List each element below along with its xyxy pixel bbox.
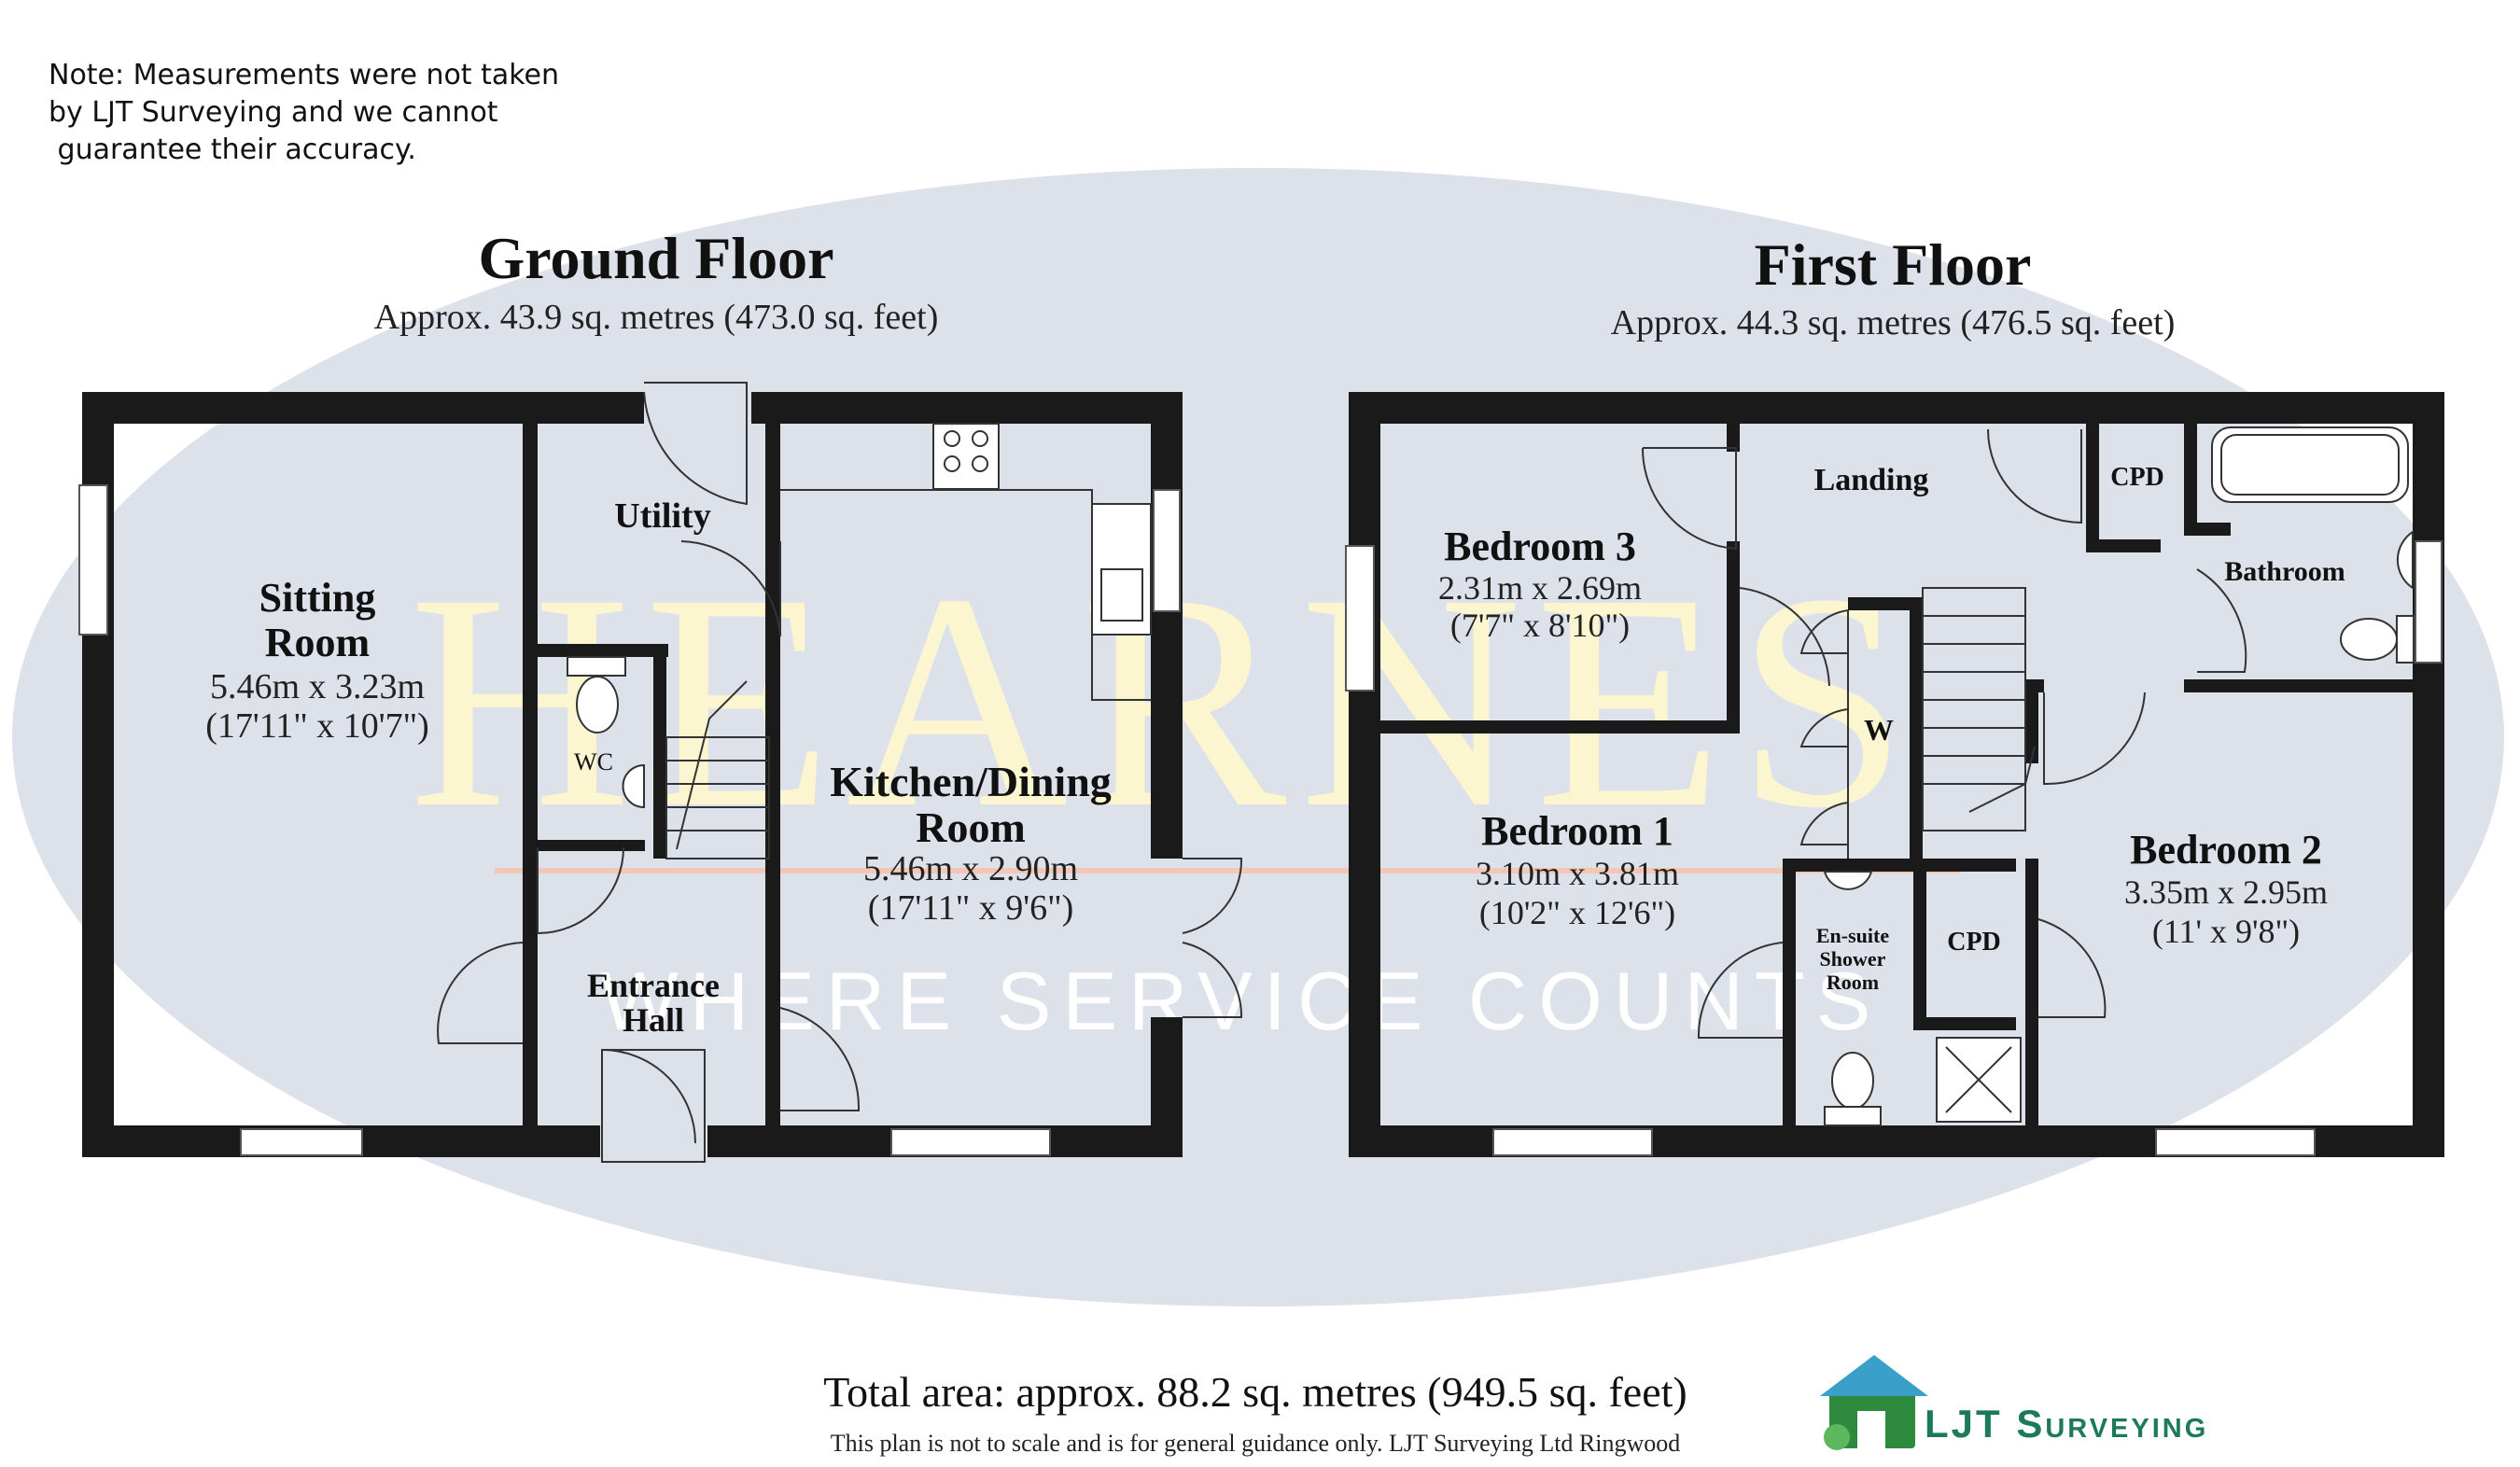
ground-floor-stairs xyxy=(665,680,770,859)
house-logo-icon xyxy=(1820,1355,1928,1450)
bedroom3-window xyxy=(1345,545,1375,692)
kitchen-fittings xyxy=(780,423,1152,701)
ground-floor-title: Ground Floor xyxy=(478,225,833,291)
sitting-room-side-window xyxy=(78,484,108,636)
hob-icon xyxy=(932,423,1000,490)
bedroom3-size-m: 2.31m x 2.69m xyxy=(1438,569,1642,607)
first-floor-area: Approx. 44.3 sq. metres (476.5 sq. feet) xyxy=(1611,303,2176,342)
disclaimer: This plan is not to scale and is for gen… xyxy=(831,1430,1681,1457)
kitchen-name-2: Room xyxy=(916,803,1026,851)
landing-label: Landing xyxy=(1814,463,1929,497)
bathroom-basin-icon xyxy=(2396,530,2414,590)
ensuite-name-1: En-suite xyxy=(1816,924,1889,947)
total-area: Total area: approx. 88.2 sq. metres (949… xyxy=(823,1368,1687,1416)
ground-floor: Ground Floor Approx. 43.9 sq. metres (47… xyxy=(78,225,1243,1163)
measurement-note: Note: Measurements were not taken by LJT… xyxy=(49,59,559,166)
bedroom2-label: Bedroom 2 3.35m x 2.95m (11' x 9'8") xyxy=(2124,827,2328,950)
watermark-oval xyxy=(12,168,2504,1306)
ensuite-basin-icon xyxy=(1823,871,1873,890)
ensuite-toilet-icon xyxy=(1831,1052,1874,1110)
ground-floor-doors xyxy=(437,382,1243,1163)
bedroom3-name: Bedroom 3 xyxy=(1444,524,1636,569)
hall-name-1: Entrance xyxy=(587,967,720,1004)
first-floor: First Floor Approx. 44.3 sq. metres (476… xyxy=(1345,231,2444,1157)
kitchen-side-window xyxy=(1153,489,1181,612)
sitting-room-front-window xyxy=(240,1128,363,1156)
watermark-rule xyxy=(495,868,1960,873)
bedroom2-name: Bedroom 2 xyxy=(2130,827,2322,873)
kitchen-label: Kitchen/Dining Room 5.46m x 2.90m (17'11… xyxy=(830,758,1112,928)
footer: Total area: approx. 88.2 sq. metres (949… xyxy=(823,1355,2208,1457)
hall-name-2: Hall xyxy=(623,1001,684,1039)
wc-basin-icon xyxy=(622,763,645,809)
wardrobe-doors xyxy=(1799,609,1849,859)
cpd-mid-label: CPD xyxy=(1947,928,2001,957)
bathroom-label: Bathroom xyxy=(2224,556,2345,587)
bedroom3-label: Bedroom 3 2.31m x 2.69m (7'7" x 8'10") xyxy=(1438,524,1642,644)
sitting-room-size-ft: (17'11" x 10'7") xyxy=(205,706,429,746)
bedroom2-size-ft: (11' x 9'8") xyxy=(2152,913,2300,950)
bedroom1-name: Bedroom 1 xyxy=(1481,808,1673,854)
ensuite-name-2: Shower xyxy=(1820,947,1886,971)
first-floor-doors xyxy=(1641,428,2247,1039)
first-floor-stairs xyxy=(1922,587,2036,831)
bedroom1-size-m: 3.10m x 3.81m xyxy=(1476,855,1679,892)
sitting-room-name-1: Sitting xyxy=(259,575,376,621)
bedroom3-size-ft: (7'7" x 8'10") xyxy=(1450,607,1630,644)
ensuite-name-3: Room xyxy=(1827,971,1879,994)
note-line-3: guarantee their accuracy. xyxy=(49,133,416,166)
sitting-room-label: Sitting Room 5.46m x 3.23m (17'11" x 10'… xyxy=(205,575,429,746)
kitchen-front-window xyxy=(890,1128,1051,1156)
logo-text: LJT Surveying xyxy=(1925,1402,2208,1446)
bathroom-window xyxy=(2415,540,2443,664)
bedroom2-window xyxy=(2155,1128,2316,1156)
ground-floor-area: Approx. 43.9 sq. metres (473.0 sq. feet) xyxy=(374,298,939,337)
kitchen-size-m: 5.46m x 2.90m xyxy=(863,849,1078,888)
sitting-room-size-m: 5.46m x 3.23m xyxy=(210,667,425,706)
bathroom-toilet-icon xyxy=(2340,618,2398,661)
bedroom2-size-m: 3.35m x 2.95m xyxy=(2124,873,2328,911)
note-line-2: by LJT Surveying and we cannot xyxy=(49,96,498,129)
watermark-tagline: WHERE SERVICE COUNTS xyxy=(601,955,1883,1047)
entrance-hall-label: Entrance Hall xyxy=(587,967,720,1039)
bedroom1-window xyxy=(1492,1128,1653,1156)
kitchen-name-1: Kitchen/Dining xyxy=(830,758,1112,805)
kitchen-size-ft: (17'11" x 9'6") xyxy=(868,888,1074,928)
utility-label: Utility xyxy=(614,496,710,536)
wardrobe-label: W xyxy=(1864,713,1894,747)
sitting-room-name-2: Room xyxy=(265,620,370,665)
bedroom1-size-ft: (10'2" x 12'6") xyxy=(1479,894,1675,931)
wc-label: WC xyxy=(574,748,613,775)
cpd-top-label: CPD xyxy=(2110,463,2164,492)
ljt-logo: LJT Surveying xyxy=(1820,1355,2208,1450)
ensuite-label: En-suite Shower Room xyxy=(1816,924,1889,994)
note-line-1: Note: Measurements were not taken xyxy=(49,59,559,91)
first-floor-title: First Floor xyxy=(1755,231,2032,298)
wc-toilet-icon xyxy=(576,676,619,734)
bedroom1-label: Bedroom 1 3.10m x 3.81m (10'2" x 12'6") xyxy=(1476,808,1679,931)
